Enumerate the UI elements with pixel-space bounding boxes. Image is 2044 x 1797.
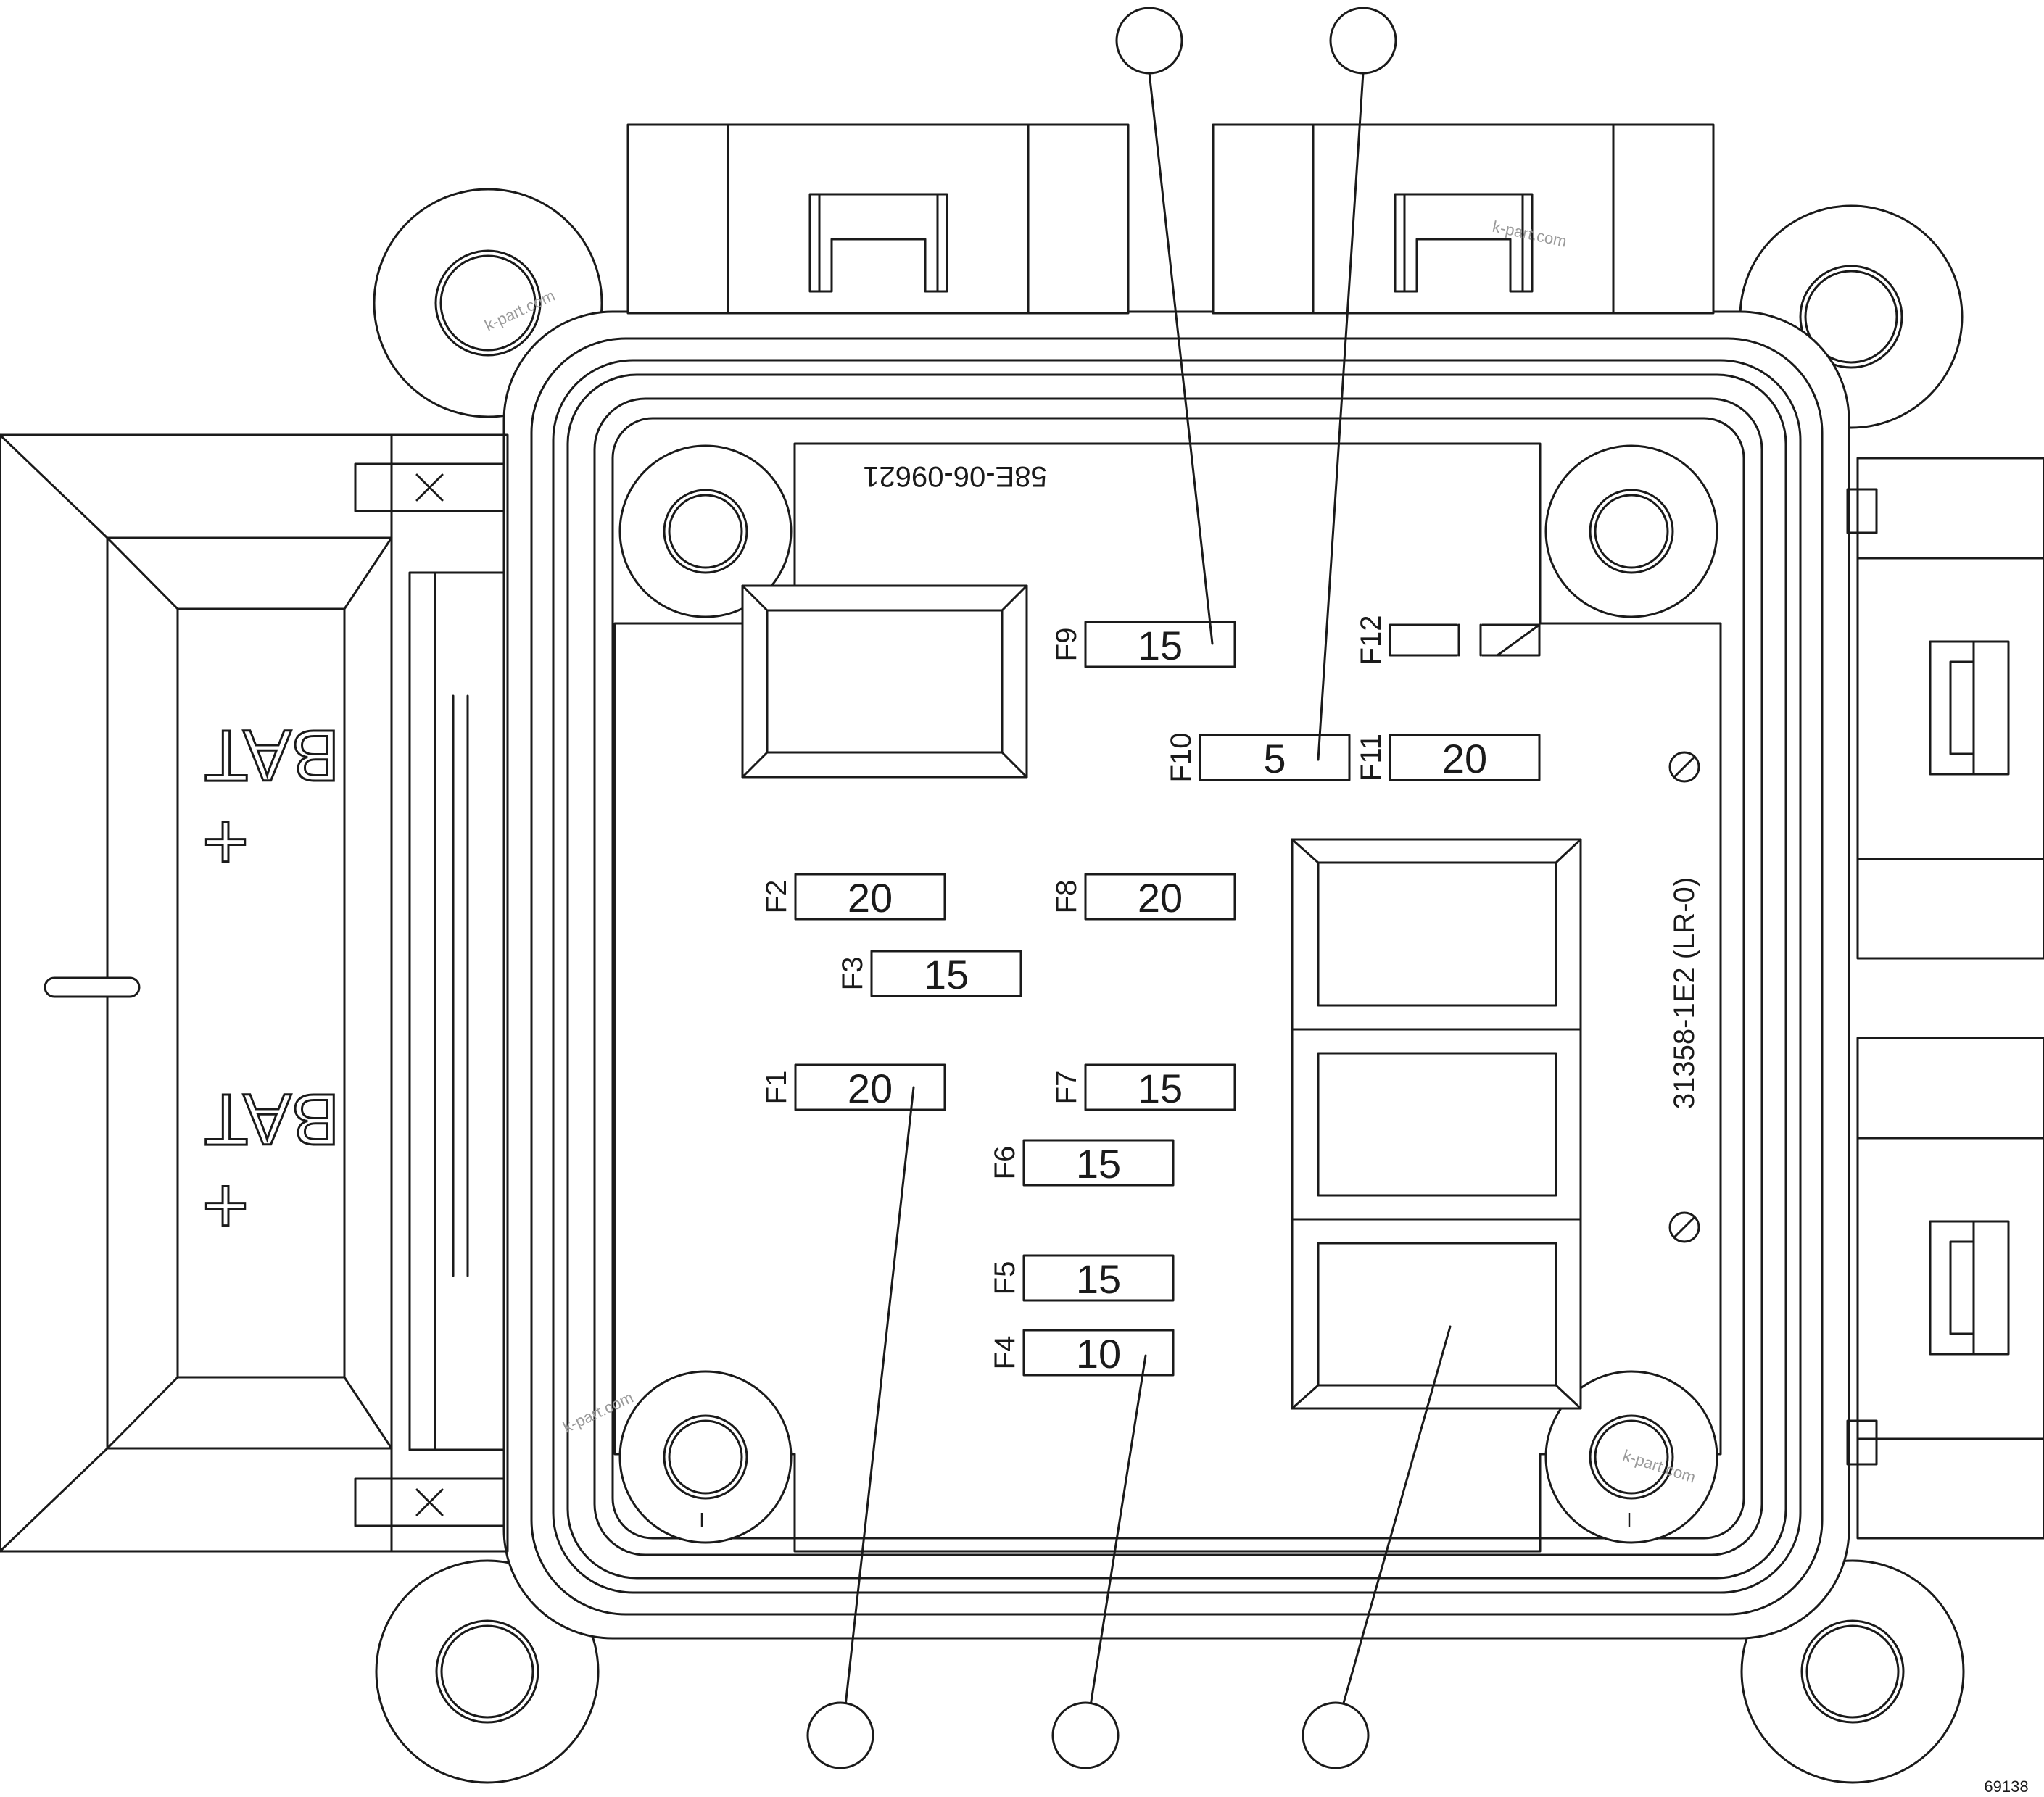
relay-small (741, 584, 1028, 779)
fuse-rating: 15 (924, 952, 969, 997)
right-connector-lower (1846, 1037, 2044, 1540)
fuse-f8[interactable]: 20 F8 (1051, 873, 1236, 921)
fuse-f7[interactable]: 15 F7 (1051, 1063, 1236, 1111)
fuse-id: F10 (1165, 733, 1197, 783)
fuse-f6[interactable]: 15 F6 (989, 1139, 1175, 1187)
fuse-f3[interactable]: 15 F3 (837, 950, 1022, 997)
screw-boss-bottom-right (1544, 1370, 1718, 1544)
fuse-rating: 15 (1138, 1066, 1183, 1111)
bat-label-upper: BAT (204, 715, 339, 796)
top-connector-left (626, 123, 1130, 315)
fuse-id: F8 (1051, 880, 1083, 914)
fuse-f4[interactable]: 10 F4 (989, 1329, 1175, 1377)
bat-label-lower: BAT (204, 1079, 339, 1160)
fuse-id: F5 (989, 1261, 1021, 1295)
screw-boss-bottom-left (618, 1370, 793, 1544)
board-screw-lower (1668, 1211, 1700, 1243)
fuse-id: F3 (837, 957, 869, 991)
plus-sign-upper: + (202, 798, 249, 887)
ground-mark-left: l (700, 1509, 704, 1532)
fuse-rating: 15 (1138, 623, 1183, 668)
fuse-rating: 20 (848, 1066, 893, 1111)
fuse-f12[interactable]: F12 (1355, 615, 1541, 665)
fuse-f10[interactable]: 5 F10 (1165, 733, 1351, 783)
top-connector-right (1212, 123, 1715, 315)
battery-terminal-block (0, 433, 509, 1553)
fuse-f11[interactable]: 20 F11 (1355, 734, 1541, 781)
screw-boss-top-right (1544, 444, 1718, 618)
fuse-f9[interactable]: 15 F9 (1051, 621, 1236, 668)
plus-sign-lower: + (202, 1162, 249, 1251)
board-code: 31358-1E2 (LR-0) (1668, 877, 1700, 1109)
fuse-rating: 15 (1076, 1141, 1121, 1187)
fuse-id: F1 (761, 1071, 793, 1105)
fuse-rating: 20 (848, 875, 893, 921)
callout-4 (1051, 1354, 1147, 1769)
fuse-id: F7 (1051, 1071, 1083, 1105)
fuse-f5[interactable]: 15 F5 (989, 1254, 1175, 1302)
mounting-ear-bottom-left (375, 1559, 600, 1784)
fuse-id: F6 (989, 1146, 1021, 1180)
ground-mark-right: l (1627, 1509, 1631, 1532)
right-connector-upper (1846, 457, 2044, 960)
fuse-id: F2 (761, 880, 793, 914)
board-screw-upper (1668, 751, 1700, 783)
callout-1 (1115, 7, 1214, 645)
fuse-f1[interactable]: 20 F1 (761, 1063, 946, 1111)
callout-2 (1317, 7, 1397, 761)
relay-stack (1291, 838, 1582, 1410)
callout-5 (1302, 1325, 1452, 1769)
callout-3 (806, 1086, 915, 1769)
fuse-f2[interactable]: 20 F2 (761, 873, 946, 921)
part-number: 58E-06-09621 (863, 460, 1047, 492)
fuse-rating: 10 (1076, 1331, 1121, 1377)
fuse-rating: 15 (1076, 1256, 1121, 1302)
screw-boss-top-left (618, 444, 793, 618)
fuse-id: F4 (989, 1336, 1021, 1370)
fuse-id: F11 (1355, 734, 1387, 781)
fuse-rating: 5 (1263, 736, 1286, 781)
figure-number: 69138 (1984, 1777, 2028, 1796)
circuit-board (613, 442, 1722, 1553)
fuse-id: F12 (1355, 615, 1387, 665)
fuse-rating: 20 (1442, 736, 1487, 781)
fuse-id: F9 (1051, 628, 1083, 662)
fuse-rating: 20 (1138, 875, 1183, 921)
